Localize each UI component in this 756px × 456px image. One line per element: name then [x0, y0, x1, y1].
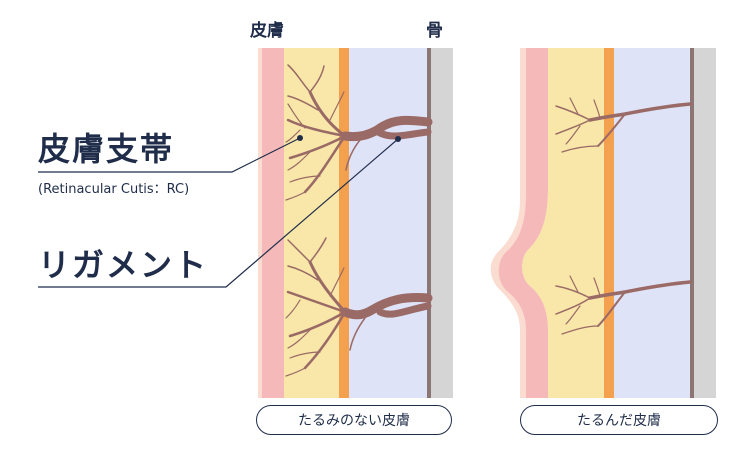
rc-pointer-dot — [297, 135, 303, 141]
periosteum-line — [690, 48, 694, 398]
ligament-pointer-dot — [395, 136, 401, 142]
sagging-skin-caption: たるんだ皮膚 — [520, 405, 718, 435]
muscle-layer — [349, 48, 427, 398]
rc-term: 皮膚支帯 — [38, 130, 175, 168]
bone-layer — [694, 48, 716, 398]
ligament-lower — [285, 237, 433, 377]
ligament-term: リガメント — [38, 246, 209, 284]
bone-label: 骨 — [426, 21, 443, 41]
normal-skin-caption: たるみのない皮膚 — [256, 405, 452, 435]
sagging-skin-panel — [490, 48, 716, 398]
fascia-layer — [339, 48, 349, 398]
rc-pointer-line — [38, 137, 301, 173]
bone-layer — [431, 48, 453, 398]
sagging-ligament-lower — [555, 275, 692, 335]
periosteum-line — [427, 48, 431, 398]
skin-label: 皮膚 — [250, 21, 284, 41]
fascia-layer — [604, 48, 614, 398]
normal-skin-panel — [38, 48, 453, 398]
epidermis-layer — [498, 48, 548, 398]
muscle-layer — [614, 48, 690, 398]
epidermis-layer — [262, 48, 284, 398]
outer-skin-layer — [490, 48, 530, 398]
rc-note: (Retinacular Cutis：RC) — [38, 182, 190, 197]
sagging-ligament-upper — [555, 97, 692, 153]
ligament-pointer-line — [38, 138, 399, 288]
fat-layer — [522, 48, 604, 398]
ligament-upper — [285, 64, 433, 201]
